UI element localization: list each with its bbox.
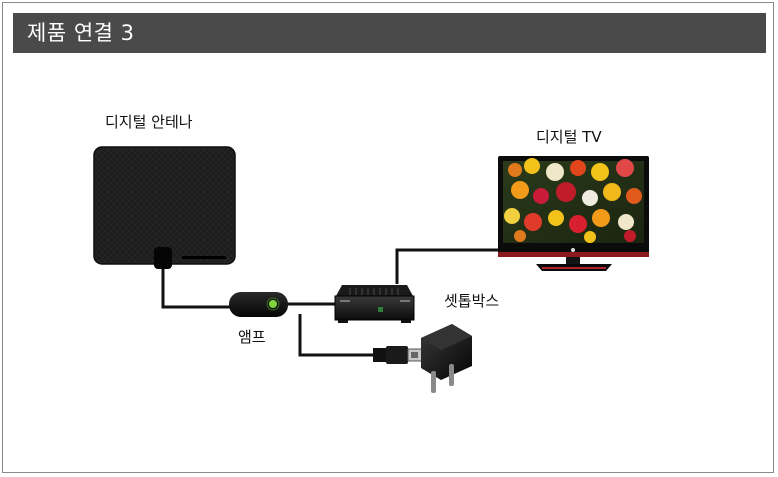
cable-amp-to-usb bbox=[298, 314, 375, 357]
title-bar: 제품 연결 3 bbox=[13, 13, 766, 53]
tv-icon bbox=[498, 156, 649, 271]
cable-settop-to-tv bbox=[395, 248, 502, 284]
cable-antenna-to-amp bbox=[161, 268, 232, 309]
tv-screen-flowers bbox=[504, 158, 642, 243]
label-tv: 디지털 TV bbox=[536, 128, 602, 146]
amplifier-icon bbox=[229, 292, 288, 317]
label-antenna: 디지털 안테나 bbox=[105, 113, 193, 131]
label-amp: 앰프 bbox=[238, 328, 266, 346]
power-adapter-icon bbox=[421, 324, 472, 393]
settop-box-icon bbox=[334, 285, 415, 323]
page-title: 제품 연결 3 bbox=[27, 21, 135, 45]
antenna-icon bbox=[93, 146, 236, 269]
label-settop: 셋톱박스 bbox=[444, 292, 500, 310]
cables bbox=[161, 248, 502, 357]
usb-plug-icon bbox=[373, 346, 423, 364]
